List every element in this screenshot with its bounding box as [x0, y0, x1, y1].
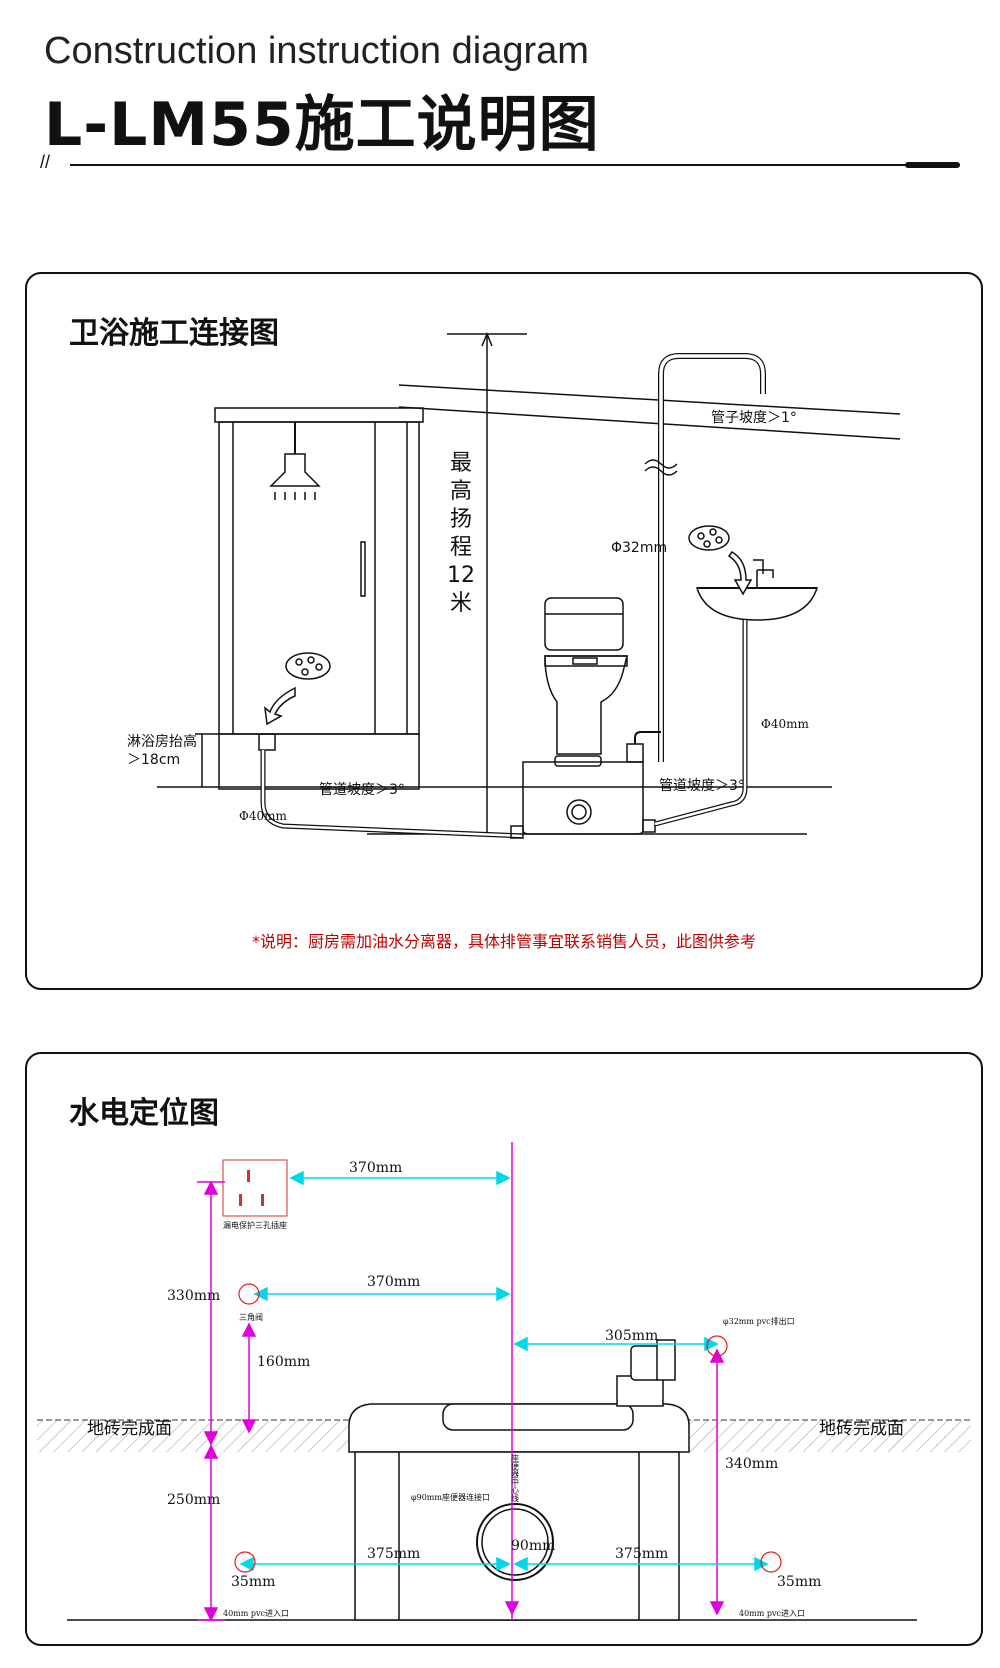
label-370-top: 370mm	[349, 1160, 402, 1176]
shower-handle	[360, 541, 366, 597]
label-floor-right: 地砖完成面	[819, 1419, 904, 1439]
label-socket: 漏电保护三孔插座	[223, 1220, 287, 1230]
break-mark-1	[644, 459, 678, 469]
shower-head	[269, 453, 321, 487]
label-phi40-right: Φ40mm	[761, 717, 809, 731]
pump-fitting-left	[510, 825, 524, 839]
panel-title-positioning: 水电定位图	[69, 1096, 219, 1131]
max-lift-char-5: 12	[447, 563, 475, 588]
header-rule-accent	[905, 162, 960, 168]
shower-frame	[218, 421, 420, 735]
label-shower-raise-1: 淋浴房抬高	[127, 733, 197, 750]
label-330: 330mm	[167, 1288, 220, 1304]
label-35-left: 35mm	[231, 1574, 275, 1590]
bathroom-connection-panel: 卫浴施工连接图	[25, 272, 983, 990]
faucet	[753, 559, 774, 588]
label-phi32: Φ32mm	[611, 540, 667, 556]
label-slope-left: 管道坡度＞3°	[319, 782, 405, 798]
label-inlet-left: 40mm pvc进入口	[223, 1609, 289, 1618]
ceiling-line-top	[398, 384, 901, 415]
drain-arrow-shower	[264, 686, 296, 726]
label-370-mid: 370mm	[367, 1274, 420, 1290]
pump-fitting-right	[642, 819, 656, 833]
label-floor-left: 地砖完成面	[87, 1419, 172, 1439]
max-lift-char-1: 最	[450, 451, 472, 476]
label-90: 90mm	[511, 1538, 555, 1554]
shower-roof	[214, 407, 424, 423]
label-valve: 三角阀	[239, 1312, 263, 1322]
plumbing-electric-panel: 水电定位图	[25, 1052, 983, 1646]
label-inlet-right: 40mm pvc进入口	[739, 1609, 805, 1618]
toilet-bowl	[544, 655, 628, 755]
outlet-base	[616, 1375, 664, 1407]
max-lift-char-4: 程	[450, 535, 472, 560]
ceiling-line-bottom	[398, 406, 901, 440]
drain-arrow-basin	[727, 551, 753, 596]
label-375-right: 375mm	[615, 1546, 668, 1562]
label-35-right: 35mm	[777, 1574, 821, 1590]
inlet-left-marker	[234, 1551, 256, 1573]
basin	[695, 587, 819, 621]
label-slope-right: 管道坡度＞3°	[659, 778, 745, 794]
pump-body-front	[354, 1451, 680, 1621]
valve-marker	[238, 1283, 260, 1305]
toilet-connector-outer	[476, 1503, 554, 1581]
label-375-left: 375mm	[367, 1546, 420, 1562]
label-shower-raise-2: ＞18cm	[127, 752, 180, 768]
label-160: 160mm	[257, 1354, 310, 1370]
positioning-diagram: 370mm 370mm 305mm 330mm 160mm 340mm 250m…	[37, 1142, 971, 1622]
toilet-tank	[544, 597, 624, 651]
panel1-labels: 管子坡度＞1° Φ32mm Φ40mm Φ40mm 淋浴房抬高 ＞18cm 管道…	[127, 410, 809, 823]
header-rule	[70, 164, 960, 166]
label-305: 305mm	[605, 1328, 658, 1344]
slash-mark: //	[40, 152, 51, 172]
panel1-note: *说明：厨房需加油水分离器，具体排管事宜联系销售人员，此图供参考	[251, 932, 756, 951]
label-outlet: φ32mm pvc排出口	[723, 1316, 795, 1326]
label-toilet-connector: φ90mm座便器连接口	[411, 1492, 490, 1502]
label-250: 250mm	[167, 1492, 220, 1508]
label-340: 340mm	[725, 1456, 778, 1472]
break-mark-2	[644, 466, 678, 476]
outlet-flange	[656, 1339, 676, 1381]
bathroom-diagram: 管子坡度＞1° Φ32mm Φ40mm Φ40mm 淋浴房抬高 ＞18cm 管道…	[127, 332, 901, 839]
max-lift-char-2: 高	[450, 479, 472, 504]
max-lift-char-3: 扬	[450, 507, 472, 532]
toilet-connector-inner	[481, 1508, 549, 1576]
inlet-right-marker	[760, 1551, 782, 1573]
label-phi40-left: Φ40mm	[239, 809, 287, 823]
shower-spray	[274, 492, 316, 500]
socket-box	[222, 1159, 288, 1217]
shower-base	[218, 733, 420, 790]
pump-lid-handle	[442, 1403, 634, 1431]
max-lift-char-6: 米	[450, 591, 472, 616]
label-center-line: 座便器中心线	[511, 1453, 520, 1502]
pump-inlet	[566, 799, 592, 825]
toilet-seat	[544, 655, 628, 667]
title-chinese: L-LM55施工说明图	[44, 90, 600, 160]
title-english: Construction instruction diagram	[44, 30, 589, 72]
panel-title-bathroom: 卫浴施工连接图	[69, 316, 279, 351]
label-pipe-slope-top: 管子坡度＞1°	[711, 410, 797, 426]
panel2-labels: 370mm 370mm 305mm 330mm 160mm 340mm 250m…	[87, 1160, 904, 1618]
max-lift-arrow	[481, 332, 493, 347]
riser-pipe-inner	[659, 354, 765, 762]
outlet-marker	[706, 1335, 728, 1357]
